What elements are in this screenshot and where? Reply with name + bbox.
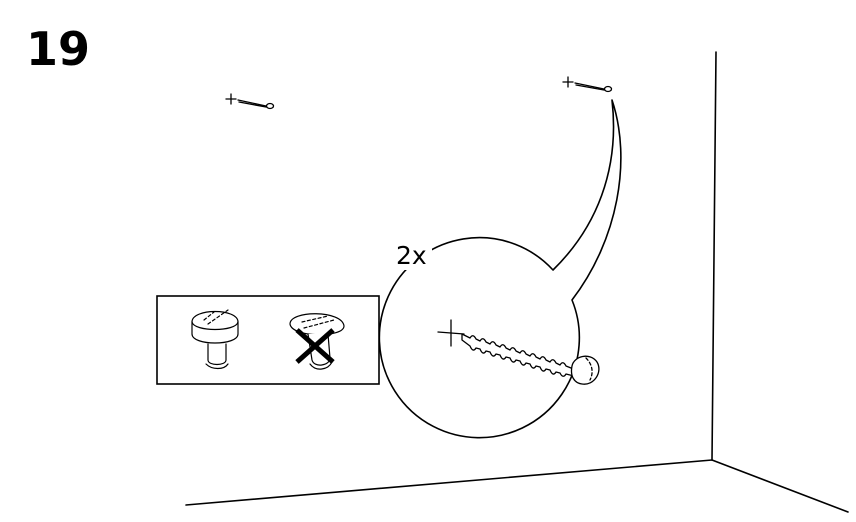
- wall-screw-left: [225, 93, 275, 110]
- flush-shank: [207, 343, 227, 366]
- cross-stroke-b: [295, 328, 335, 364]
- flush-shank-tip: [205, 363, 229, 370]
- floor-line-back: [185, 459, 713, 506]
- callout-box: [156, 295, 380, 385]
- flush-head-slot: [203, 309, 229, 325]
- room-corner: [185, 51, 849, 513]
- screw-head-left: [265, 102, 275, 110]
- screw-head-right: [603, 85, 613, 93]
- tilted-head-slot: [301, 315, 335, 329]
- callout-box-frame: [156, 295, 380, 385]
- cross-icon: [295, 328, 335, 364]
- quantity-label: 2x: [396, 241, 427, 270]
- screw-shaft-left-b: [238, 101, 267, 108]
- screw-head-large-slot: [585, 357, 593, 381]
- enlarged-screw: [437, 319, 600, 385]
- screw-head-large: [570, 355, 600, 385]
- tilted-shank-tip: [309, 361, 333, 370]
- wall-screw-right: [562, 76, 613, 93]
- flush-head-rim: [191, 321, 239, 331]
- flush-head-top: [191, 311, 239, 344]
- screw-head-flush-icon: [191, 309, 239, 370]
- screw-shaft-right-b: [575, 84, 605, 91]
- quantity-label-backdrop: [394, 240, 432, 270]
- step-number: 19: [26, 22, 91, 76]
- wall-corner-vertical: [711, 51, 717, 461]
- screw-shaft-right-a: [574, 82, 605, 90]
- floor-line-side: [711, 459, 849, 513]
- screw-shaft-left-a: [237, 99, 267, 107]
